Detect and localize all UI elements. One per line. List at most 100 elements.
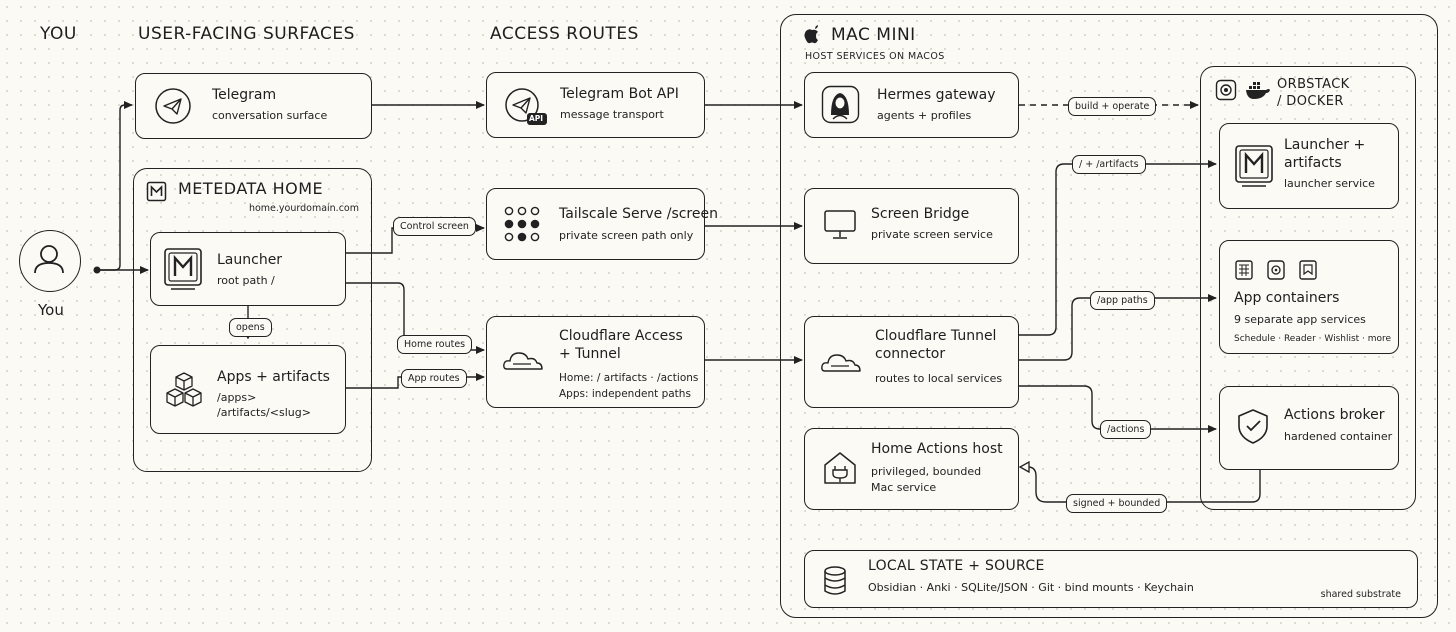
home-plug-icon: [824, 452, 856, 484]
edge-you-telegram: [97, 101, 133, 271]
actions-broker-title: Actions broker: [1284, 407, 1385, 423]
launcher-m-icon: [164, 248, 202, 290]
launcher-title: Launcher: [217, 252, 283, 268]
tailscale-icon: [504, 206, 540, 242]
mac-subtitle: HOST SERVICES ON MACOS: [805, 51, 945, 62]
screen-bridge-sub: private screen service: [871, 228, 993, 241]
person-icon: [34, 245, 64, 274]
orbstack-icon: [1215, 79, 1237, 101]
mac-title: MAC MINI: [831, 25, 916, 45]
telegram-box[interactable]: Telegram conversation surface: [135, 73, 372, 139]
reader-icon: [1267, 260, 1285, 280]
local-state-box[interactable]: LOCAL STATE + SOURCE Obsidian · Anki · S…: [804, 550, 1418, 608]
screen-bridge-box[interactable]: Screen Bridge private screen service: [804, 188, 1019, 264]
cloudflare-line2: Apps: independent paths: [559, 388, 691, 400]
apps-artifacts-box[interactable]: Apps + artifacts /apps> /artifacts/<slug…: [150, 345, 346, 434]
tailscale-title: Tailscale Serve /screen: [559, 206, 718, 222]
telegram-title: Telegram: [212, 87, 277, 103]
home-actions-title: Home Actions host: [871, 441, 1003, 457]
hermes-box[interactable]: Hermes gateway agents + profiles: [804, 72, 1019, 138]
database-icon: [824, 566, 846, 595]
app-containers-sub: 9 separate app services: [1234, 313, 1366, 326]
docker-icon: [1246, 82, 1270, 99]
app-containers-box[interactable]: App containers 9 separate app services S…: [1219, 240, 1399, 354]
launcher-sub: root path /: [217, 274, 275, 287]
artifacts-pill: / + /artifacts: [1072, 155, 1146, 174]
home-actions-line1: privileged, bounded: [871, 465, 982, 478]
cubes-icon: [166, 372, 202, 407]
tailscale-sub: private screen path only: [559, 229, 694, 242]
app-containers-title: App containers: [1234, 290, 1340, 306]
tunnel-sub: routes to local services: [875, 372, 1003, 385]
cloudflare-tunnel-icon: [821, 354, 861, 372]
metedata-title: METEDATA HOME: [178, 179, 324, 198]
calculator-icon: [1235, 260, 1253, 280]
orbstack-title2: / DOCKER: [1277, 94, 1344, 109]
telegram-api-icon: [505, 88, 547, 125]
launcher-service-m-icon: [1235, 145, 1273, 187]
edge-broker-homeactions: [1020, 467, 1261, 503]
screen-bridge-title: Screen Bridge: [871, 206, 970, 222]
launcher-service-title1: Launcher +: [1284, 137, 1366, 153]
edge-tunnel-broker: [1019, 385, 1217, 433]
app-routes-pill: App routes: [401, 369, 467, 388]
apps-artifacts-title: Apps + artifacts: [217, 369, 330, 385]
metedata-home-group: METEDATA HOME home.yourdomain.com: [133, 168, 372, 472]
orbstack-title1: ORBSTACK: [1277, 77, 1350, 92]
wishlist-icon: [1299, 260, 1317, 280]
apple-icon: [804, 25, 818, 44]
launcher-service-sub: launcher service: [1284, 177, 1375, 190]
build-operate-pill: build + operate: [1068, 97, 1157, 116]
metedata-logo-icon: [146, 181, 167, 202]
tailscale-box[interactable]: Tailscale Serve /screen private screen p…: [486, 188, 718, 260]
launcher-box[interactable]: Launcher root path /: [150, 232, 346, 306]
opens-pill: opens: [229, 318, 272, 337]
telegram-bot-api-box[interactable]: API Telegram Bot API message transport: [486, 72, 705, 138]
tunnel-title2: connector: [875, 346, 946, 362]
actions-broker-box[interactable]: Actions broker hardened container: [1219, 386, 1399, 470]
home-actions-line2: Mac service: [871, 481, 937, 494]
hermes-sub: agents + profiles: [877, 109, 972, 122]
edge-tunnel-apps: [1019, 294, 1217, 361]
you-label: You: [38, 301, 64, 319]
header-routes: ACCESS ROUTES: [490, 24, 639, 44]
local-state-sub: Obsidian · Anki · SQLite/JSON · Git · bi…: [868, 581, 1194, 594]
launcher-service-box[interactable]: Launcher + artifacts launcher service: [1219, 123, 1399, 209]
telegram-icon: [155, 88, 191, 124]
cloudflare-icon: [503, 352, 543, 370]
home-actions-box[interactable]: Home Actions host privileged, bounded Ma…: [804, 428, 1019, 510]
mac-mini-group: MAC MINI HOST SERVICES ON MACOS: [780, 14, 1438, 618]
cloudflare-access-box[interactable]: Cloudflare Access + Tunnel Home: / artif…: [486, 316, 705, 408]
edge-launcher-cloudflare: [346, 282, 485, 354]
api-badge: API: [529, 114, 544, 123]
bot-title: Telegram Bot API: [560, 86, 679, 102]
hermes-avatar-icon: [821, 85, 860, 124]
cloudflare-line1: Home: / artifacts · /actions: [559, 372, 699, 384]
metedata-domain: home.yourdomain.com: [248, 203, 359, 214]
control-screen-pill: Control screen: [393, 217, 476, 236]
home-routes-pill: Home routes: [397, 335, 473, 354]
hermes-title: Hermes gateway: [877, 87, 996, 103]
signed-bounded-pill: signed + bounded: [1066, 494, 1168, 513]
shield-check-icon: [1238, 409, 1268, 444]
you-avatar[interactable]: [19, 230, 81, 292]
local-state-title: LOCAL STATE + SOURCE: [868, 558, 1045, 574]
bot-sub: message transport: [560, 108, 664, 121]
header-surfaces: USER-FACING SURFACES: [138, 24, 355, 44]
header-you: YOU: [40, 24, 77, 44]
apps-artifacts-line1: /apps>: [217, 391, 257, 404]
app-containers-list: Schedule · Reader · Wishlist · more: [1234, 334, 1392, 344]
apps-artifacts-line2: /artifacts/<slug>: [217, 406, 311, 419]
actions-broker-sub: hardened container: [1284, 430, 1393, 443]
tunnel-connector-box[interactable]: Cloudflare Tunnel connector routes to lo…: [804, 316, 1019, 408]
actions-pill: /actions: [1100, 420, 1152, 439]
app-paths-pill: /app paths: [1090, 291, 1155, 310]
cloudflare-title1: Cloudflare Access: [559, 328, 683, 344]
tunnel-title1: Cloudflare Tunnel: [875, 328, 997, 344]
edge-tunnel-launcher: [1019, 160, 1217, 336]
local-state-note: shared substrate: [1320, 589, 1401, 600]
monitor-icon: [824, 210, 856, 239]
launcher-service-title2: artifacts: [1284, 155, 1342, 171]
orbstack-group: ORBSTACK / DOCKER: [1200, 66, 1416, 510]
cloudflare-title2: + Tunnel: [559, 346, 621, 362]
